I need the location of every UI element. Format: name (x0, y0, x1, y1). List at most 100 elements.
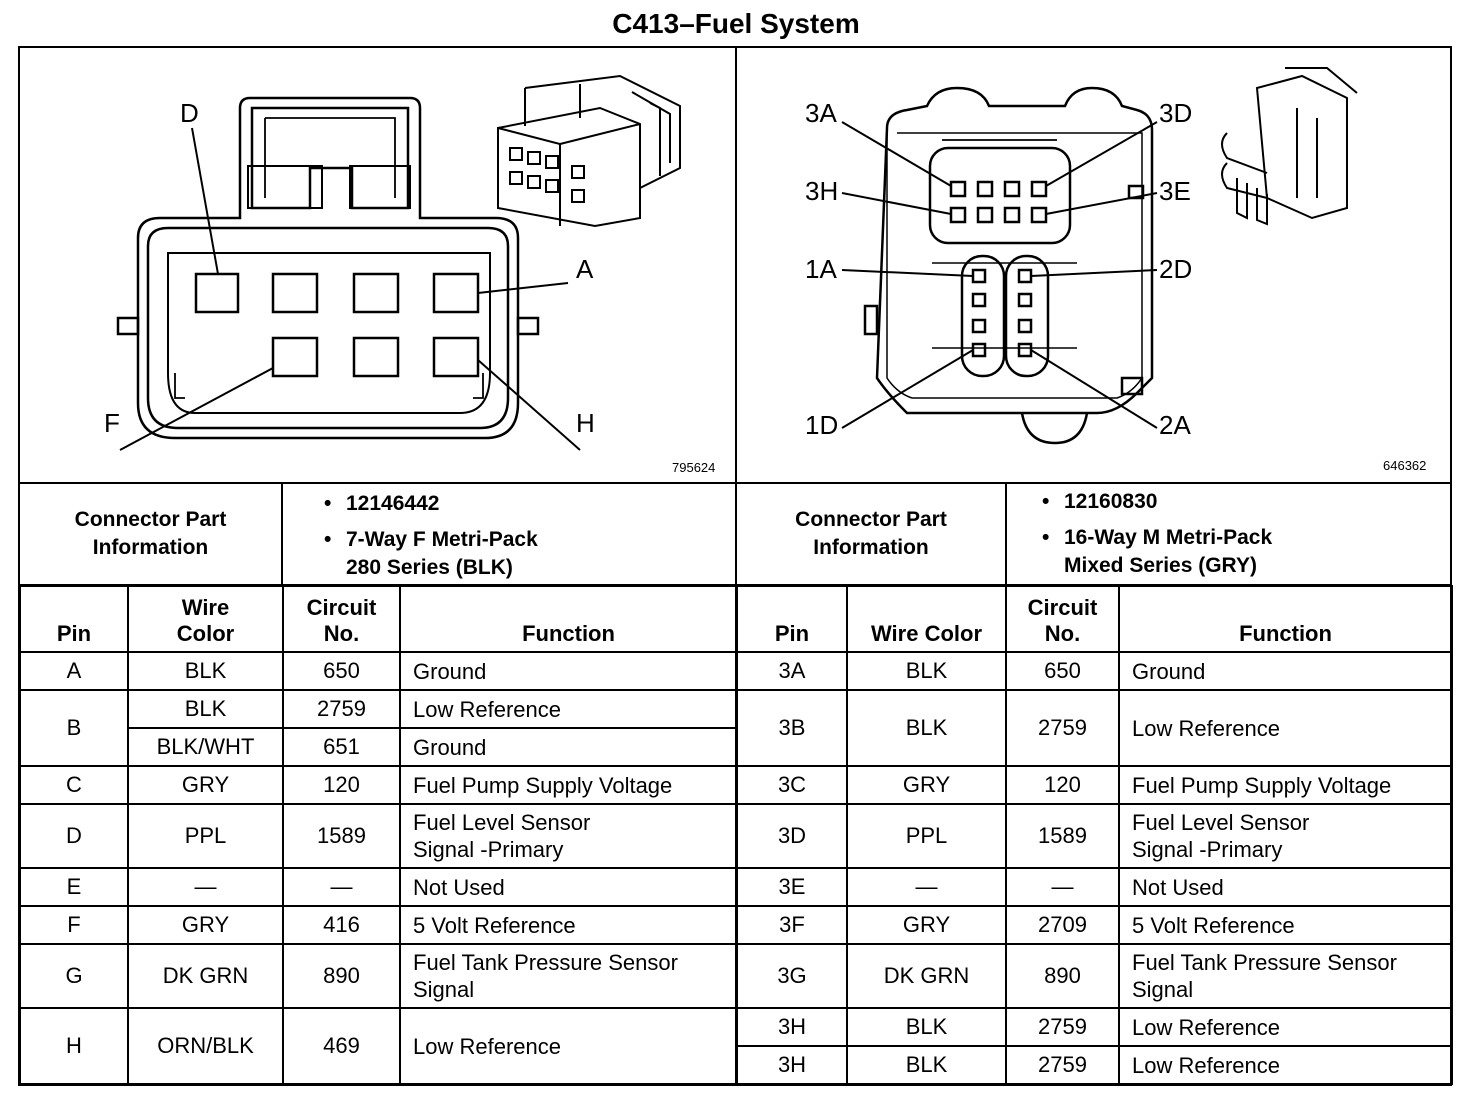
cell-wire: PPL (846, 803, 1007, 869)
connector-info-label-left: Connector Part Information (74, 508, 227, 559)
header-pin: Pin (19, 585, 129, 653)
cell-circuit: 2759 (1005, 689, 1120, 767)
cell-function: Fuel Level Sensor Signal -Primary (1118, 803, 1453, 869)
cell-circuit: 469 (282, 1007, 401, 1085)
cell-function: Not Used (1118, 867, 1453, 907)
table-row: 3H BLK 2759 Low Reference (736, 1045, 1453, 1085)
cell-function: Low Reference (1118, 1007, 1453, 1047)
pin-label-1d: 1D (805, 410, 839, 440)
cell-wire: BLK/WHT (127, 727, 284, 767)
cell-pin: H (19, 1007, 129, 1085)
cell-wire: BLK (127, 651, 284, 691)
cell-circuit: 650 (1005, 651, 1120, 691)
cell-function: Ground (399, 727, 738, 767)
cell-pin: 3E (736, 867, 848, 907)
table-row: 3F GRY 2709 5 Volt Reference (736, 905, 1453, 945)
part-desc-line2: 280 Series (BLK) (346, 556, 513, 579)
header-circuit: Circuit No. (1005, 585, 1120, 653)
cell-circuit: 2759 (282, 689, 401, 729)
figure-id-left: 795624 (672, 460, 716, 475)
cell-pin: 3H (736, 1007, 848, 1047)
cell-pin: G (19, 943, 129, 1009)
info-divider (18, 584, 1452, 586)
cell-pin: 3F (736, 905, 848, 945)
cell-function: Ground (399, 651, 738, 691)
cell-circuit: 650 (282, 651, 401, 691)
part-desc-line2: Mixed Series (GRY) (1064, 554, 1257, 577)
cell-pin: A (19, 651, 129, 691)
cell-circuit: — (282, 867, 401, 907)
cell-pin: D (19, 803, 129, 869)
table-header: Pin Wire Color Circuit No. Function (736, 585, 1453, 653)
connector-face-16way (841, 67, 1358, 445)
bullet-icon: • (1042, 490, 1050, 513)
connector-info-label-right: Connector Part Information (795, 508, 947, 559)
table-row: 3B BLK 2759 Low Reference (736, 689, 1453, 767)
connector-diagram-left: D A F H (20, 48, 735, 482)
header-circuit: Circuit No. (282, 585, 401, 653)
pin-label-h: H (576, 408, 595, 438)
cell-function: Low Reference (399, 689, 738, 729)
cell-function: Not Used (399, 867, 738, 907)
pin-label-2d: 2D (1159, 254, 1193, 284)
cell-wire: GRY (846, 765, 1007, 805)
info-split-left (281, 482, 283, 584)
table-row: 3C GRY 120 Fuel Pump Supply Voltage (736, 765, 1453, 805)
cell-wire: GRY (127, 905, 284, 945)
header-wire-color: Wire Color (127, 585, 284, 653)
pin-label-3h: 3H (805, 176, 839, 206)
pin-label-3d: 3D (1159, 98, 1193, 128)
connector-diagram-right: 3A 3D 3H 3E 1A 2D 1D 2A (737, 48, 1450, 482)
header-function: Function (1118, 585, 1453, 653)
cell-pin: E (19, 867, 129, 907)
cell-function: Fuel Tank Pressure Sensor Signal (1118, 943, 1453, 1009)
part-desc-line1: 7-Way F Metri-Pack (346, 528, 538, 551)
part-desc-row: •16-Way M Metri-Pack (1038, 524, 1272, 552)
part-desc-row2: Mixed Series (GRY) (1038, 552, 1272, 580)
pin-label-3a: 3A (805, 98, 837, 128)
cell-function: Ground (1118, 651, 1453, 691)
cell-function: Low Reference (1118, 689, 1453, 767)
table-row: D PPL 1589 Fuel Level Sensor Signal -Pri… (19, 803, 738, 869)
cell-pin: 3B (736, 689, 848, 767)
center-divider (735, 46, 737, 1086)
cell-wire: — (846, 867, 1007, 907)
table-row: A BLK 650 Ground (19, 651, 738, 691)
table-row: 3G DK GRN 890 Fuel Tank Pressure Sensor … (736, 943, 1453, 1009)
table-row: BLK/WHT 651 Ground (20, 727, 738, 767)
part-number-row: • 12146442 (320, 490, 538, 518)
part-number: 12146442 (346, 492, 440, 515)
connector-info-right: • 12160830 •16-Way M Metri-Pack Mixed Ser… (1038, 488, 1272, 580)
cell-function: 5 Volt Reference (399, 905, 738, 945)
cell-pin: 3H (736, 1045, 848, 1085)
pin-label-3e: 3E (1159, 176, 1191, 206)
cell-function: 5 Volt Reference (1118, 905, 1453, 945)
cell-pin: 3G (736, 943, 848, 1009)
cell-wire: BLK (127, 689, 284, 729)
cell-wire: GRY (127, 765, 284, 805)
pin-label-1a: 1A (805, 254, 837, 284)
cell-function: Low Reference (1118, 1045, 1453, 1085)
cell-function: Fuel Tank Pressure Sensor Signal (399, 943, 738, 1009)
pin-label-2a: 2A (1159, 410, 1191, 440)
cell-wire: BLK (846, 689, 1007, 767)
bullet-icon: • (324, 528, 332, 551)
cell-circuit: 890 (1005, 943, 1120, 1009)
table-header: Pin Wire Color Circuit No. Function (19, 585, 738, 653)
cell-wire: GRY (846, 905, 1007, 945)
cell-wire: DK GRN (127, 943, 284, 1009)
pin-label-a: A (576, 254, 594, 284)
cell-pin: 3D (736, 803, 848, 869)
cell-wire: DK GRN (846, 943, 1007, 1009)
cell-pin: 3A (736, 651, 848, 691)
cell-function: Fuel Level Sensor Signal -Primary (399, 803, 738, 869)
table-row: B BLK 2759 Low Reference (19, 689, 738, 767)
figure-id-right: 646362 (1383, 458, 1427, 473)
bullet-icon: • (324, 492, 332, 515)
part-number: 12160830 (1064, 490, 1158, 513)
cell-wire: PPL (127, 803, 284, 869)
cell-circuit: — (1005, 867, 1120, 907)
table-row: G DK GRN 890 Fuel Tank Pressure Sensor S… (19, 943, 738, 1009)
cell-circuit: 890 (282, 943, 401, 1009)
part-desc-line1: 16-Way M Metri-Pack (1064, 526, 1273, 549)
